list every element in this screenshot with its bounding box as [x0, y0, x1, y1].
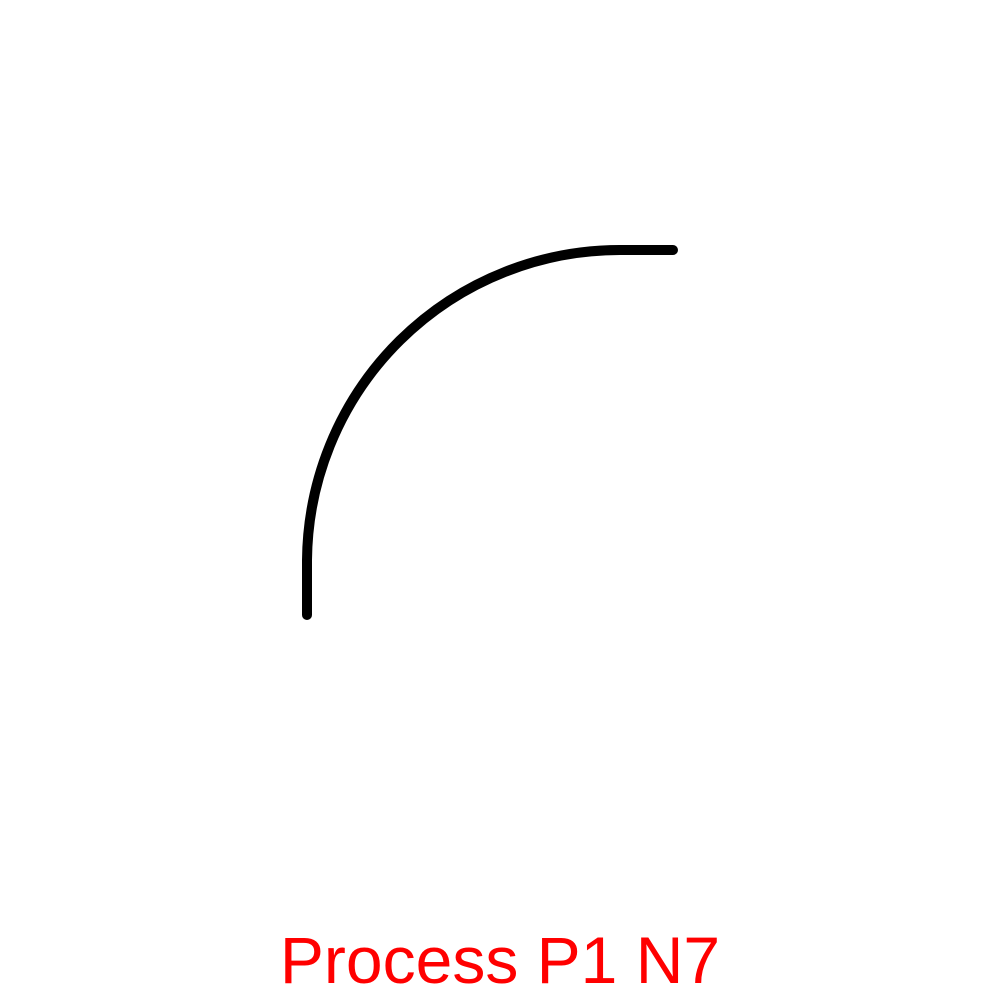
process-caption: Process P1 N7	[279, 923, 721, 997]
curved-connector-arc	[302, 245, 678, 620]
